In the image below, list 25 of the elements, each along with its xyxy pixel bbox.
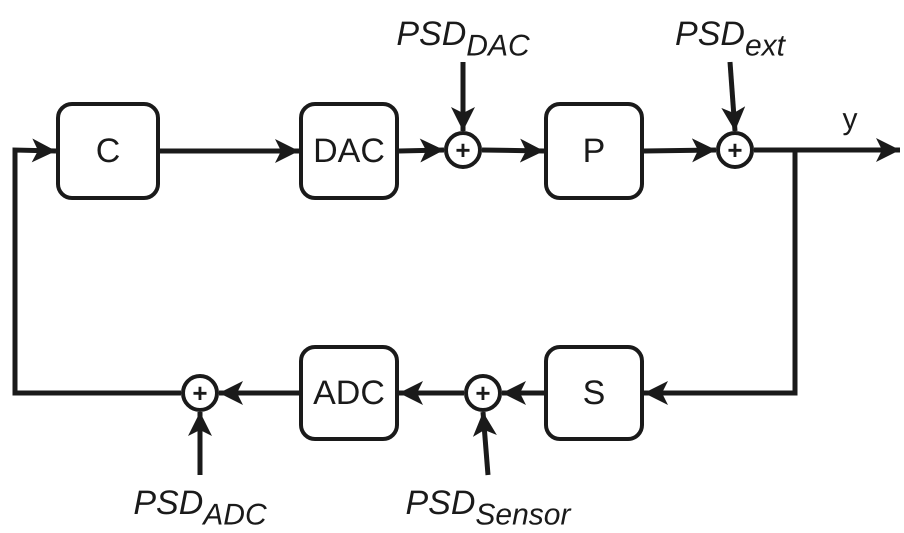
process-block: P [544,102,644,200]
process-block: DAC [299,102,399,200]
signal-arrow [721,62,746,132]
signal-label: PSD$_{ADC}$ [105,475,295,531]
process-block: S [544,345,644,441]
signal-arrow [451,62,475,131]
signal-arrow [12,138,181,396]
signal-arrow [160,139,299,163]
signal-arrow [188,412,212,475]
signal-label: PSD$_{ext}$ [655,6,805,62]
signal-arrow [398,138,444,163]
signal-arrow [502,381,544,405]
signal-arrow [472,412,497,476]
process-block: ADC [299,345,399,441]
summing-junction: + [716,131,754,169]
signal-label: PSD$_{Sensor}$ [373,475,603,531]
signal-arrow [219,381,299,405]
process-block: C [56,102,160,200]
signal-label: PSD$_{DAC}$ [368,6,558,62]
summing-junction: + [181,374,219,412]
signal-arrow [399,381,464,405]
signal-arrow [482,138,544,163]
summing-junction: + [444,131,482,169]
summing-junction: + [464,374,502,412]
signal-arrow [644,138,716,162]
